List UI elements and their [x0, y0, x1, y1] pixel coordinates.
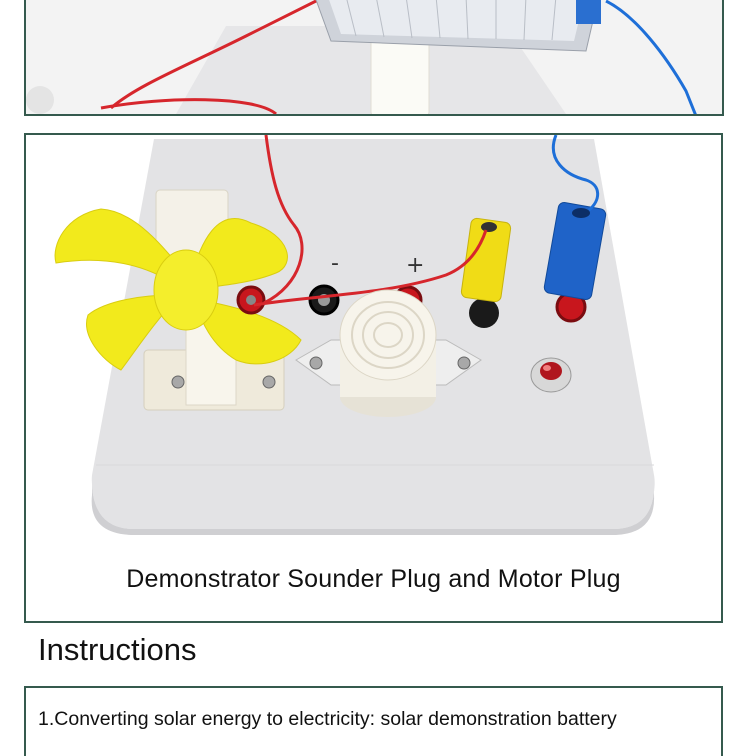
- photo-caption: Demonstrator Sounder Plug and Motor Plug: [126, 565, 621, 593]
- solar-panel-photo: [24, 0, 724, 116]
- red-wire: [110, 0, 317, 110]
- buzzer-icon: [295, 289, 482, 417]
- demonstrator-board-photo: - +: [24, 133, 723, 623]
- plus-label: +: [406, 253, 424, 278]
- board-illustration: - +: [26, 135, 721, 621]
- led-icon: [530, 357, 572, 393]
- instruction-item: 1.Converting solar energy to electricity…: [38, 708, 617, 730]
- minus-label: -: [331, 251, 339, 276]
- fan-icon: [54, 208, 302, 371]
- blue-wire: [605, 0, 697, 114]
- screw: [171, 375, 185, 389]
- section-heading: Instructions: [38, 632, 197, 667]
- blue-plug-icon: [543, 201, 607, 301]
- blue-wire: [551, 135, 600, 212]
- solar-panel-illustration: [26, 0, 722, 114]
- red-wire: [263, 135, 304, 305]
- black-socket: [469, 298, 499, 328]
- yellow-plug-icon: [460, 217, 512, 303]
- red-wire: [253, 229, 488, 307]
- blue-clip: [576, 0, 601, 24]
- screw: [262, 375, 276, 389]
- instructions-panel: 1.Converting solar energy to electricity…: [24, 686, 723, 756]
